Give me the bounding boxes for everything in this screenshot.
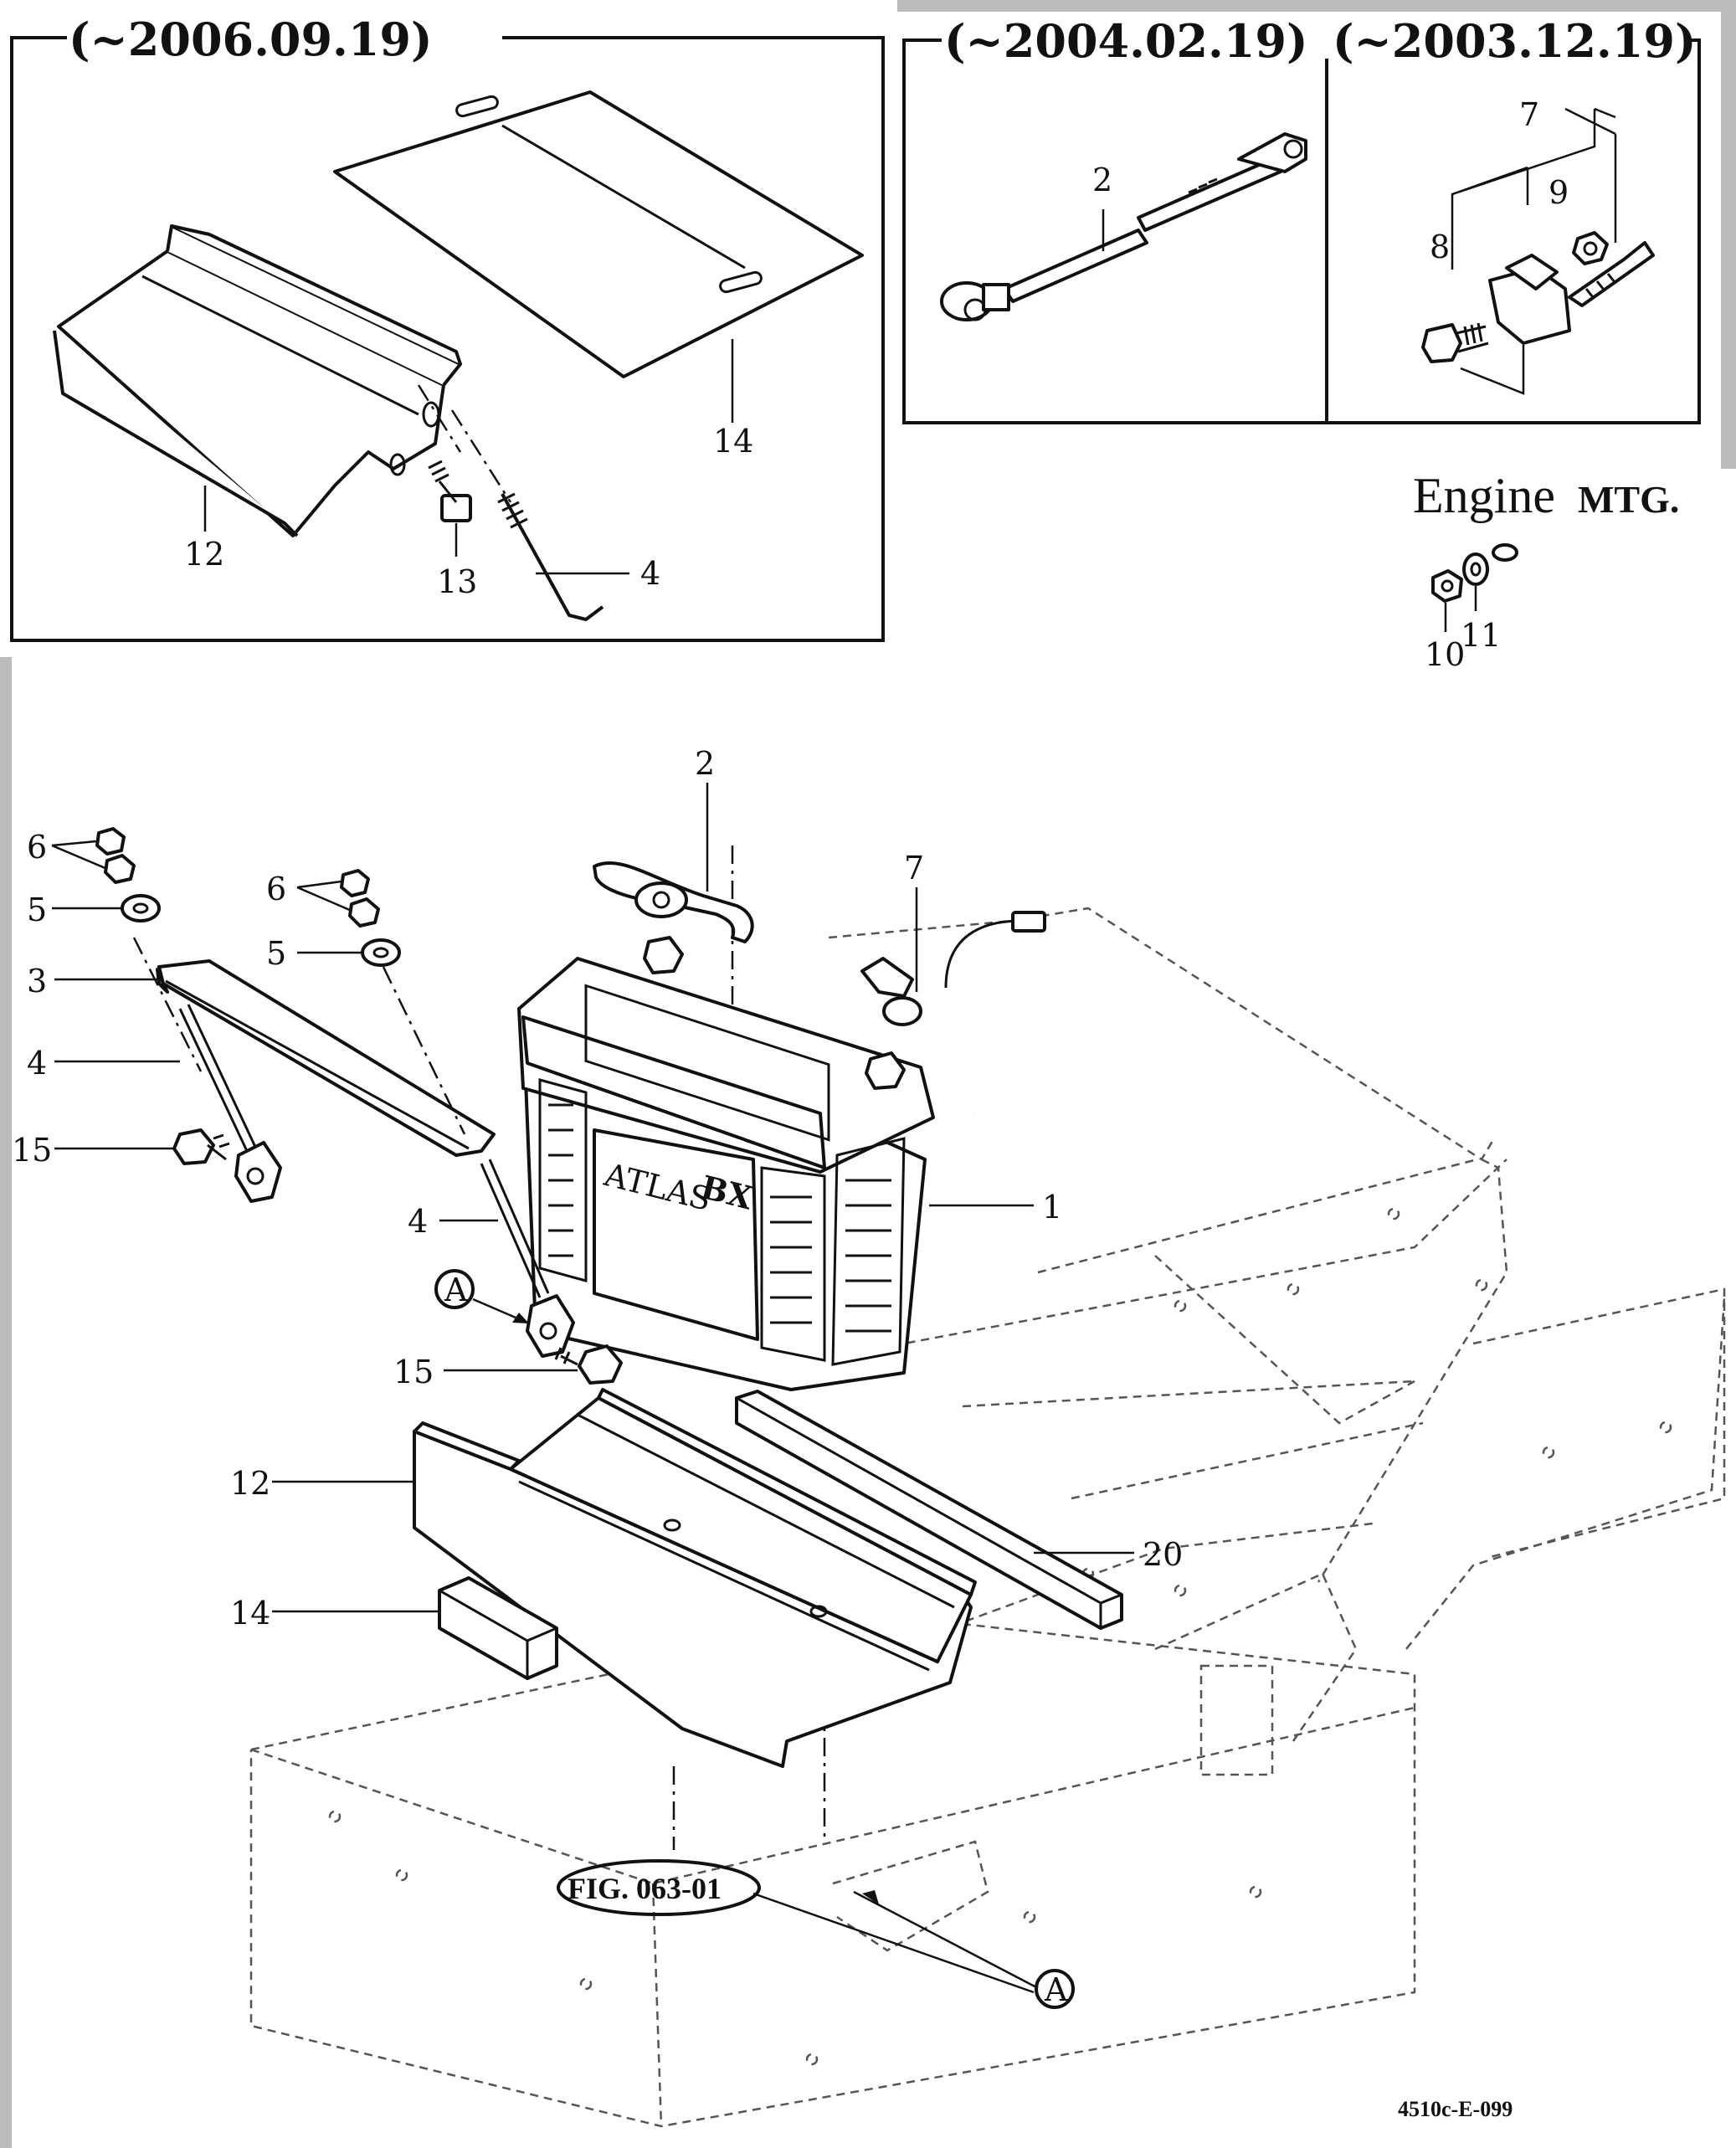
callout-15-right: 15: [393, 1354, 434, 1390]
nuts-6-left: [95, 827, 136, 884]
callout-4-right: 4: [408, 1203, 428, 1240]
callout-3: 3: [27, 963, 47, 999]
hold-down-bar: [156, 959, 496, 1157]
rod-4-inset: [497, 492, 604, 621]
bolt-15-right: [554, 1344, 623, 1385]
callout-8-inset: 8: [1430, 229, 1450, 265]
callout-7: 7: [904, 850, 924, 886]
callout-9-inset: 9: [1549, 174, 1569, 211]
battery-tray-inset: [57, 249, 445, 537]
figure-reference: FIG. 063-01: [557, 1859, 1035, 1994]
inset-left-panel: (~2006.09.19) 12 13 4: [10, 13, 885, 642]
callout-13-inset: 13: [437, 563, 477, 600]
ground-cable: [860, 543, 1601, 1116]
nuts-6-right: [340, 869, 380, 928]
washer-5-left: [121, 894, 161, 922]
callout-5-right: 5: [266, 935, 286, 972]
callout-11: 11: [1461, 617, 1501, 654]
terminal-clamp-inset: [1421, 231, 1655, 363]
spacer-bar-20: [735, 1390, 1123, 1630]
inset-right-panel: (~2004.02.19) (~2003.12.19) 2: [897, 0, 1736, 469]
callout-7-inset: 7: [1519, 96, 1539, 133]
inset-right-date: (~2003.12.19): [1333, 14, 1697, 68]
battery: ATLAS BX: [517, 936, 935, 1391]
view-marker-a-upper: A: [434, 1269, 529, 1324]
callout-6-left: 6: [27, 829, 47, 866]
callout-14: 14: [230, 1595, 270, 1632]
chassis-frame-ghost: [249, 907, 1726, 2128]
svg-text:A: A: [444, 1272, 468, 1308]
callout-1: 1: [1042, 1189, 1062, 1226]
callout-20: 20: [1143, 1536, 1183, 1573]
view-marker-a-lower: A: [853, 1890, 1075, 2009]
callout-12: 12: [230, 1465, 270, 1502]
engine-mtg-suffix: MTG.: [1578, 478, 1679, 521]
inset-left-date: (~2006.09.19): [69, 13, 433, 66]
engine-nut-washer: [1431, 552, 1489, 603]
callout-6-right: 6: [266, 871, 286, 907]
callout-2: 2: [695, 745, 715, 782]
jumper-cable: [593, 861, 754, 943]
battery-tray: [413, 1388, 977, 1768]
washer-5-right: [361, 938, 401, 967]
callout-10: 10: [1425, 636, 1465, 673]
callout-5-left: 5: [27, 892, 47, 928]
inset-mid-date: (~2004.02.19): [944, 14, 1308, 68]
battery-cover-plate: [333, 90, 864, 378]
bolt-13-inset: [428, 460, 472, 522]
spacer-block: [438, 1576, 558, 1680]
bolt-15-left: [172, 1128, 230, 1165]
callout-14-inset: 14: [713, 423, 753, 460]
svg-text:A: A: [1044, 1971, 1068, 2008]
figure-reference-label: FIG. 063-01: [568, 1872, 722, 1905]
callout-12-inset: 12: [184, 536, 224, 573]
drawing-code: 4510c-E-099: [1398, 2097, 1513, 2121]
rod-right: [480, 1159, 575, 1358]
rod-left: [178, 1004, 282, 1203]
callout-4-left: 4: [27, 1045, 47, 1082]
callout-15-left: 15: [12, 1132, 52, 1169]
callout-4-inset: 4: [640, 555, 660, 592]
jumper-cable-inset: [940, 132, 1307, 321]
callout-2-inset: 2: [1092, 162, 1112, 198]
engine-mtg-label: Engine: [1413, 468, 1555, 523]
